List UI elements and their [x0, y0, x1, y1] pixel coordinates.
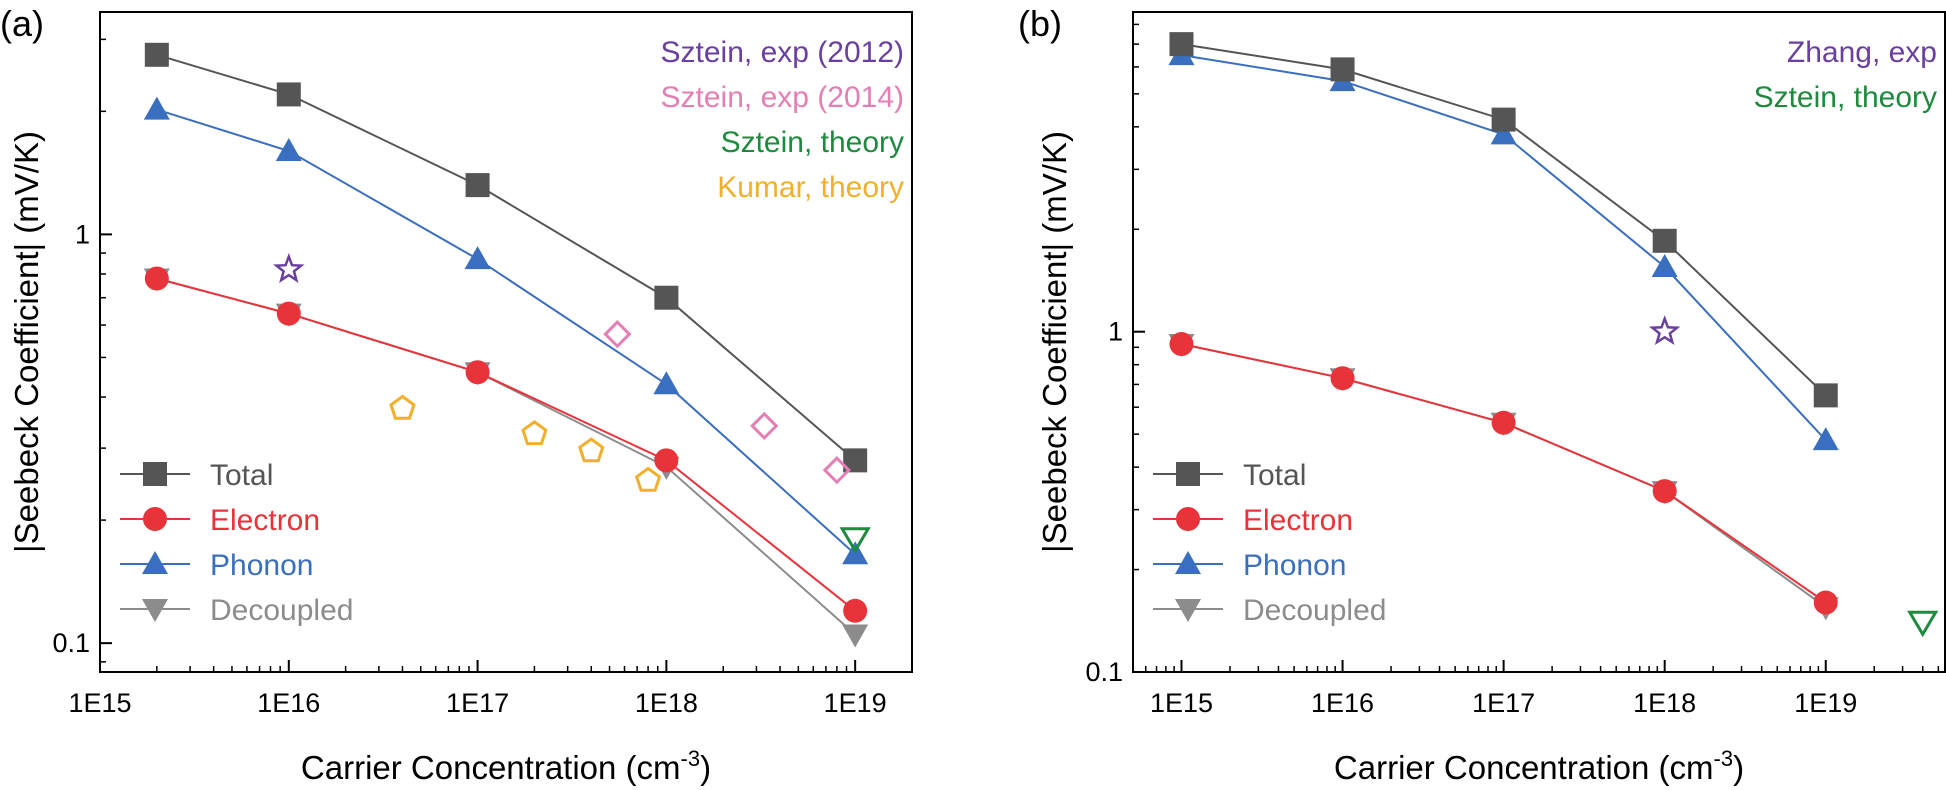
point-a-electron-4 [843, 598, 868, 623]
x-axis-label-a: Carrier Concentration (cm-3) [301, 746, 711, 786]
x-tick-label-a-4: 1E15 [68, 688, 131, 718]
x-axis-label-b-base: Carrier Concentration (cm [1334, 749, 1714, 786]
y-tick-label-b-1: 1 [1108, 317, 1123, 347]
legend-label-a-total: Total [210, 459, 273, 492]
legend-marker-a-phonon [142, 551, 168, 574]
ref-point-a-1-1 [750, 411, 779, 441]
ref-point-a-1-0 [603, 320, 632, 349]
point-b-phonon-2 [1490, 121, 1517, 145]
x-axis-label-a-sup: -3 [681, 746, 701, 771]
y-axis-label-b: |Seebeck Coefficient| (mV/K) [1036, 131, 1073, 553]
point-a-electron-1 [276, 301, 301, 326]
ref-point-a-0-0 [272, 253, 305, 283]
panel-label-a: (a) [0, 3, 44, 44]
point-b-total-3 [1652, 228, 1677, 253]
x-tick-label-a-3: 1E19 [824, 688, 887, 718]
x-tick-label-a-0: 1E16 [257, 688, 320, 718]
point-a-electron-0 [144, 266, 169, 291]
plot-area-a: 1E16 1E17 1E18 1E19 1E15 0.1 1 Sztein, exp (201… [52, 36, 904, 718]
x-tick-label-b-4: 1E19 [1794, 688, 1857, 718]
series-line-a-total [156, 53, 856, 462]
legend-label-b-total: Total [1243, 459, 1306, 492]
x-tick-label-b-3: 1E18 [1633, 688, 1696, 718]
annotation-label-a-3: Kumar, theory [717, 171, 904, 204]
legend-label-b-electron: Electron [1243, 504, 1353, 537]
legend-marker-b-electron [1176, 507, 1200, 531]
series-line-b-total [1181, 43, 1827, 397]
point-a-phonon-1 [275, 137, 302, 161]
annotation-label-a-2: Sztein, theory [721, 126, 904, 159]
x-tick-label-b-2: 1E17 [1472, 688, 1535, 718]
point-b-total-4 [1813, 383, 1838, 408]
x-tick-label-b-1: 1E16 [1311, 688, 1374, 718]
legend-label-a-electron: Electron [210, 504, 320, 537]
x-tick-label-a-2: 1E18 [635, 688, 698, 718]
x-axis-label-a-base: Carrier Concentration (cm [301, 749, 681, 786]
legend-label-a-decoupled: Decoupled [210, 594, 353, 627]
ref-point-b-1-0 [1907, 610, 1939, 638]
x-tick-label-b-0: 1E15 [1150, 688, 1213, 718]
point-a-total-3 [654, 285, 679, 310]
point-b-total-0 [1169, 32, 1194, 57]
legend-marker-a-decoupled [142, 599, 168, 622]
panel-label-b: (b) [1018, 3, 1062, 44]
point-b-electron-3 [1652, 479, 1677, 504]
point-a-total-0 [144, 42, 169, 67]
annotation-label-a-1: Sztein, exp (2014) [661, 81, 904, 114]
y-axis-label-a: |Seebeck Coefficient| (mV/K) [8, 131, 45, 553]
x-axis-label-a-tail: ) [700, 749, 711, 786]
ref-point-a-2-0 [839, 527, 871, 554]
legend-marker-b-total [1176, 462, 1200, 486]
annotation-label-b-1: Sztein, theory [1754, 81, 1937, 114]
legend-label-a-phonon: Phonon [210, 549, 313, 582]
legend-marker-a-total [143, 462, 167, 486]
plot-frame-a [99, 11, 913, 673]
point-a-electron-2 [465, 360, 490, 385]
point-a-phonon-3 [653, 371, 680, 395]
ref-point-a-3-1 [521, 420, 548, 446]
point-b-electron-2 [1491, 410, 1516, 435]
point-b-total-1 [1330, 57, 1355, 82]
point-a-phonon-2 [464, 246, 491, 270]
x-axis-label-b: Carrier Concentration (cm-3) [1334, 746, 1744, 786]
point-b-electron-0 [1169, 332, 1194, 357]
y-tick-label-a-0: 0.1 [52, 628, 90, 658]
ref-point-a-1-2 [822, 456, 851, 485]
legend-marker-b-phonon [1175, 551, 1201, 574]
legend-label-b-phonon: Phonon [1243, 549, 1346, 582]
y-tick-label-b-0: 0.1 [1085, 657, 1123, 687]
ref-point-b-0-0 [1648, 315, 1681, 346]
x-axis-label-b-tail: ) [1733, 749, 1744, 786]
point-a-total-1 [276, 82, 301, 107]
point-a-decoupled-4 [842, 624, 869, 648]
point-a-electron-3 [654, 448, 679, 473]
chart-panel-a: (a) 1E16 1E17 1E18 1E19 1E15 0.1 1 Sztein, exp … [0, 3, 913, 786]
ref-point-a-3-2 [578, 437, 605, 463]
ref-point-a-3-0 [389, 394, 416, 420]
chart-panel-b: (b) 1E15 1E16 1E17 1E18 1E19 0.1 1 Zhang, expSz… [1018, 3, 1946, 786]
plot-area-b: 1E15 1E16 1E17 1E18 1E19 0.1 1 Zhang, expSztein… [1085, 23, 1940, 718]
point-b-electron-1 [1330, 366, 1355, 391]
plot-frame-b [1132, 11, 1946, 673]
legend-marker-b-decoupled [1175, 599, 1201, 622]
legend-marker-a-electron [143, 507, 167, 531]
point-a-phonon-0 [143, 96, 170, 120]
annotation-label-b-0: Zhang, exp [1787, 36, 1937, 69]
x-tick-label-a-1: 1E17 [446, 688, 509, 718]
point-b-phonon-3 [1651, 253, 1678, 277]
x-axis-label-b-sup: -3 [1714, 746, 1734, 771]
point-b-electron-4 [1813, 590, 1838, 615]
y-tick-label-a-1: 1 [75, 219, 90, 249]
legend-label-b-decoupled: Decoupled [1243, 594, 1386, 627]
point-b-phonon-4 [1812, 427, 1839, 451]
annotation-label-a-0: Sztein, exp (2012) [661, 36, 904, 69]
ref-point-a-3-3 [634, 466, 662, 492]
point-a-total-2 [465, 173, 490, 198]
point-b-total-2 [1491, 107, 1516, 132]
